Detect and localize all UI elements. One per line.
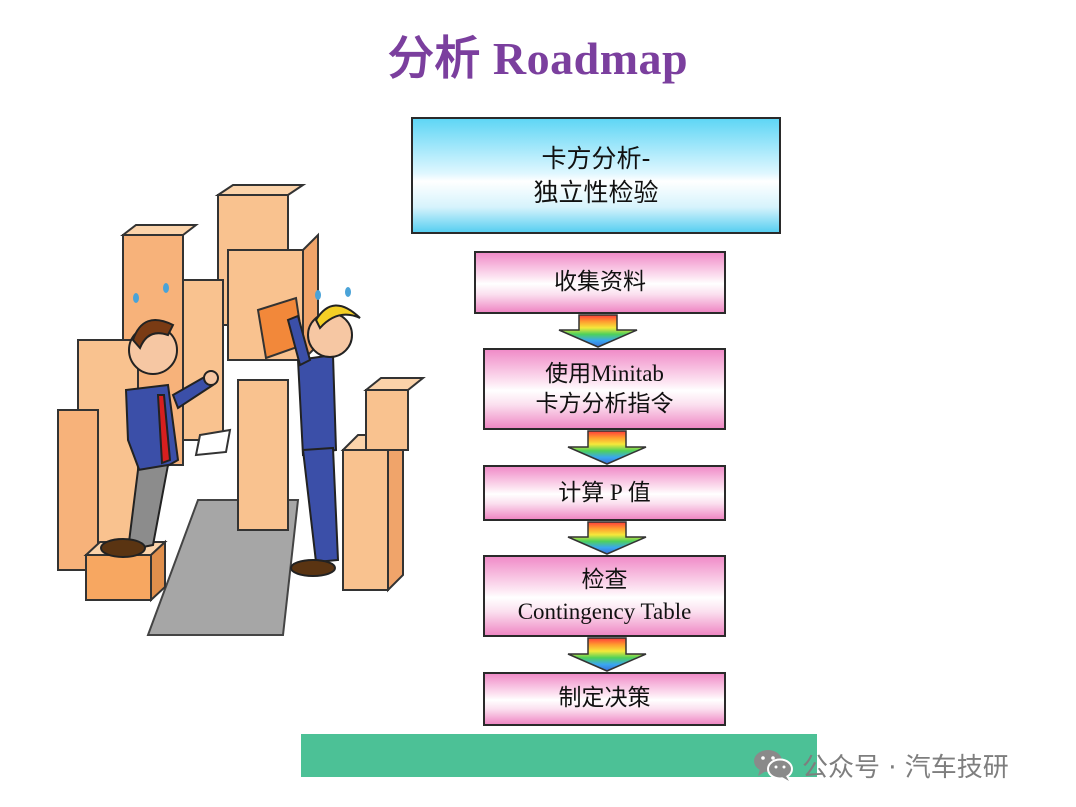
step-compute-p-value: 计算 P 值 [483,465,726,521]
step-label: 检查 [581,566,628,593]
flow-arrow [567,637,647,672]
page-title: 分析 Roadmap [387,33,689,84]
step-label: 制定决策 [558,685,651,712]
watermark: 公众号 · 汽车技研 [752,745,1009,785]
workers-boxes-illustration [57,184,426,636]
flow-arrow [558,314,638,348]
main-topic-line2: 独立性检验 [533,177,659,207]
footer-bar [301,734,817,777]
step-label: 收集资料 [554,268,646,295]
step-label: 计算 P 值 [558,480,651,506]
step-minitab-command: 使用Minitab 卡方分析指令 [483,348,726,430]
main-topic-box: 卡方分析- 独立性检验 [411,117,781,234]
main-topic-line1: 卡方分析- [541,143,651,173]
flow-arrow [567,521,647,555]
flow-arrow [567,430,647,465]
step-collect-data: 收集资料 [474,251,726,314]
step-label: 卡方分析指令 [535,391,674,417]
step-make-decision: 制定决策 [483,672,726,726]
watermark-text: 公众号 · 汽车技研 [802,752,1009,783]
step-label: Contingency Table [517,599,692,624]
wechat-icon [754,750,793,781]
step-label: 使用Minitab [545,360,664,386]
step-check-contingency-table: 检查 Contingency Table [483,555,726,637]
